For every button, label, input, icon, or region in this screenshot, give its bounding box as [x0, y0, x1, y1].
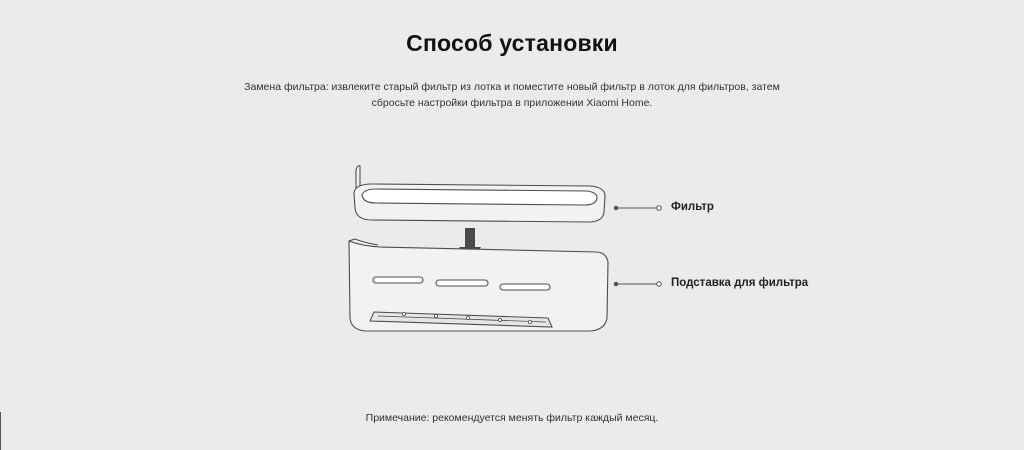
filter-stand-illustration	[348, 238, 609, 332]
filter-label: Фильтр	[671, 201, 714, 213]
edge-divider	[0, 412, 1, 450]
instruction-text: Замена фильтра: извлеките старый фильтр …	[244, 81, 780, 109]
callout-leader-filter	[613, 205, 662, 211]
callout-leader-filter-stand	[613, 281, 662, 287]
page-title: Способ установки	[406, 30, 618, 56]
footnote: Примечание: рекомендуется менять фильтр …	[365, 412, 659, 424]
filter-illustration	[353, 165, 606, 223]
filter-stand-label: Подставка для фильтра	[671, 277, 809, 289]
